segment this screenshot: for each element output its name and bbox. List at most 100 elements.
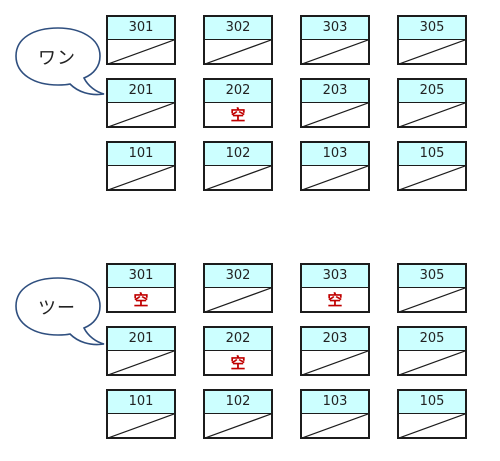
room-status-area	[108, 40, 174, 64]
occupied-slash	[399, 288, 465, 312]
occupied-slash	[399, 351, 465, 375]
group-bubble: ワン	[12, 20, 112, 100]
occupied-slash	[205, 40, 271, 64]
room-status-area	[302, 103, 368, 127]
room-number: 305	[399, 265, 465, 288]
occupied-slash	[108, 351, 174, 375]
room-cell: 205	[397, 326, 467, 376]
room-status-area	[399, 351, 465, 375]
room-cell: 101	[106, 141, 176, 191]
occupied-slash	[205, 166, 271, 190]
room-status-area	[108, 103, 174, 127]
room-cell: 102	[203, 141, 273, 191]
room-status-area	[399, 103, 465, 127]
occupied-slash	[399, 414, 465, 438]
room-number: 302	[205, 265, 271, 288]
room-cell: 105	[397, 141, 467, 191]
room-status-area	[108, 414, 174, 438]
room-cell: 302	[203, 15, 273, 65]
occupied-slash	[205, 288, 271, 312]
vacant-marker: 空	[327, 291, 343, 309]
occupied-slash	[399, 103, 465, 127]
room-number: 202	[205, 80, 271, 103]
room-status-area	[302, 414, 368, 438]
room-status-area: 空	[108, 288, 174, 312]
room-number: 203	[302, 80, 368, 103]
room-number: 102	[205, 391, 271, 414]
room-status-area	[302, 351, 368, 375]
room-status-area: 空	[205, 351, 271, 375]
room-cell: 203	[300, 78, 370, 128]
room-number: 101	[108, 391, 174, 414]
room-cell: 302	[203, 263, 273, 313]
room-cell: 301 空	[106, 263, 176, 313]
room-status-area: 空	[302, 288, 368, 312]
room-status-area	[302, 40, 368, 64]
room-number: 305	[399, 17, 465, 40]
room-cell: 201	[106, 326, 176, 376]
room-status-area	[399, 414, 465, 438]
occupied-slash	[302, 351, 368, 375]
room-number: 201	[108, 328, 174, 351]
room-number: 301	[108, 265, 174, 288]
room-number: 301	[108, 17, 174, 40]
occupied-slash	[302, 414, 368, 438]
room-number: 205	[399, 80, 465, 103]
room-cell: 303 空	[300, 263, 370, 313]
vacant-marker: 空	[230, 106, 246, 124]
room-cell: 103	[300, 389, 370, 439]
occupied-slash	[302, 103, 368, 127]
occupied-slash	[399, 166, 465, 190]
room-status-area	[108, 166, 174, 190]
group-bubble: ツー	[12, 270, 112, 350]
room-number: 101	[108, 143, 174, 166]
occupied-slash	[302, 40, 368, 64]
room-number: 105	[399, 391, 465, 414]
room-cell: 201	[106, 78, 176, 128]
room-number: 105	[399, 143, 465, 166]
room-cell: 202 空	[203, 326, 273, 376]
room-cell: 205	[397, 78, 467, 128]
room-status-area	[205, 166, 271, 190]
group-label: ワン	[38, 48, 76, 69]
room-cell: 305	[397, 15, 467, 65]
room-number: 205	[399, 328, 465, 351]
room-status-area	[205, 414, 271, 438]
room-status-area	[205, 288, 271, 312]
room-status-area	[205, 40, 271, 64]
room-number: 103	[302, 391, 368, 414]
vacant-marker: 空	[230, 354, 246, 372]
vacant-marker: 空	[133, 291, 149, 309]
occupied-slash	[399, 40, 465, 64]
room-cell: 303	[300, 15, 370, 65]
occupied-slash	[302, 166, 368, 190]
room-status-area	[399, 40, 465, 64]
room-number: 302	[205, 17, 271, 40]
room-cell: 203	[300, 326, 370, 376]
room-number: 102	[205, 143, 271, 166]
room-number: 203	[302, 328, 368, 351]
room-cell: 103	[300, 141, 370, 191]
room-status-area	[399, 166, 465, 190]
room-cell: 102	[203, 389, 273, 439]
occupied-slash	[108, 166, 174, 190]
speech-bubble-icon	[15, 277, 105, 346]
room-cell: 202 空	[203, 78, 273, 128]
room-cell: 101	[106, 389, 176, 439]
room-number: 202	[205, 328, 271, 351]
room-status-area	[302, 166, 368, 190]
occupied-slash	[108, 103, 174, 127]
occupied-slash	[205, 414, 271, 438]
occupied-slash	[108, 40, 174, 64]
occupied-slash	[108, 414, 174, 438]
group-label: ツー	[38, 298, 76, 319]
room-cell: 305	[397, 263, 467, 313]
room-status-area	[399, 288, 465, 312]
room-number: 103	[302, 143, 368, 166]
room-status-area	[108, 351, 174, 375]
speech-bubble-icon	[15, 27, 105, 96]
room-number: 303	[302, 265, 368, 288]
room-status-area: 空	[205, 103, 271, 127]
room-cell: 105	[397, 389, 467, 439]
